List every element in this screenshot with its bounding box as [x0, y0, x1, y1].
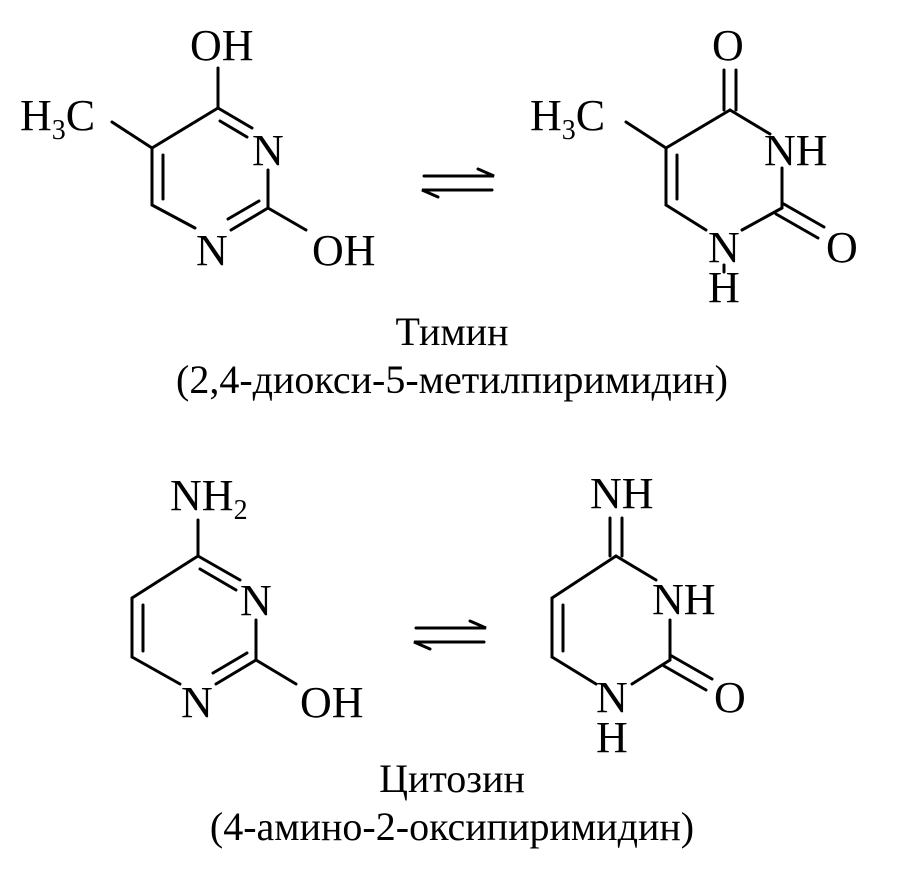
thymine-keto-n1-h: H — [708, 263, 740, 312]
cytosine-amino-oh: OH — [300, 678, 364, 727]
thymine-enol-oh-bottom: OH — [312, 226, 376, 275]
thymine-iupac-name: (2,4-диокси-5-метилпиримидин) — [176, 357, 728, 402]
bond-n1-c6 — [150, 203, 197, 230]
bond-c2-o-b — [662, 664, 708, 692]
bond-n1-c6 — [664, 203, 708, 232]
bond-n1-c6 — [550, 655, 598, 686]
cytosine-iupac-name: (4-амино-2-оксипиримидин) — [210, 804, 694, 849]
bond-c2-n1 — [229, 206, 270, 232]
cytosine-equilibrium-arrows — [413, 619, 487, 651]
cytosine-imino-o-right: O — [714, 673, 746, 722]
bond-c2-n1-double — [226, 199, 261, 221]
bond-c2-n1 — [214, 658, 258, 686]
bond-c5-c4 — [664, 108, 732, 150]
cytosine-amino-nh2: NH2 — [170, 471, 248, 526]
cytosine-imino-nh3: NH — [652, 575, 716, 624]
bond-c5-c4 — [150, 106, 220, 150]
cytosine-amino-n3: N — [240, 576, 272, 625]
thymine-keto-methyl: H3C — [530, 91, 605, 146]
bond-c2-n1 — [630, 658, 672, 686]
bond-c4-n3-double — [198, 567, 238, 592]
bond-c4-n3 — [216, 106, 254, 130]
reverse-arrow-head — [421, 188, 440, 199]
bond-c2-n1 — [740, 206, 784, 232]
thymine-enol-n3: N — [252, 126, 284, 175]
cytosine-imino-nh-top: NH — [590, 469, 654, 518]
bond-c2-oh — [254, 658, 298, 686]
bond-c5-c4 — [550, 554, 618, 600]
thymine-keto-structure: O H3C NH O N H — [530, 21, 858, 312]
thymine-name: Тимин — [396, 309, 509, 354]
bond-c4-n3-double — [218, 119, 249, 139]
cytosine-amino-n1: N — [181, 678, 213, 727]
cytosine-imino-n1: N — [596, 673, 628, 722]
forward-arrow-head — [468, 619, 487, 630]
thymine-enol-n1: N — [196, 226, 228, 275]
thymine-enol-structure: OH H3C N N OH — [20, 21, 376, 275]
cytosine-imino-structure: NH NH O N H — [550, 469, 746, 762]
bond-n1-c6 — [130, 655, 182, 686]
thymine-keto-nh3: NH — [764, 126, 828, 175]
bond-c2-o-a — [668, 653, 714, 681]
bond-c4-n3 — [728, 108, 772, 136]
bond-c2-o-b — [774, 212, 820, 240]
bond-c2-oh — [266, 206, 308, 232]
bond-c4-n3 — [614, 554, 658, 582]
thymine-keto-o-top: O — [712, 21, 744, 70]
thymine-enol-oh-top: OH — [190, 21, 254, 70]
bond-c2-n1-double — [211, 651, 249, 675]
forward-arrow-head — [476, 167, 495, 178]
bond-c5-c4 — [130, 554, 200, 600]
cytosine-name: Цитозин — [379, 756, 525, 801]
cytosine-amino-structure: NH2 N N OH — [130, 471, 364, 727]
bond-c5-methyl — [110, 120, 154, 150]
thymine-keto-o-right: O — [826, 223, 858, 272]
bond-c2-o-a — [780, 201, 826, 229]
cytosine-imino-n1-h: H — [596, 713, 628, 762]
bond-c4-n3 — [196, 554, 242, 582]
reverse-arrow-head — [413, 640, 432, 651]
thymine-equilibrium-arrows — [421, 167, 495, 199]
thymine-enol-methyl: H3C — [20, 91, 95, 146]
bond-c5-methyl — [624, 120, 668, 150]
thymine-keto-n1: N — [708, 223, 740, 272]
